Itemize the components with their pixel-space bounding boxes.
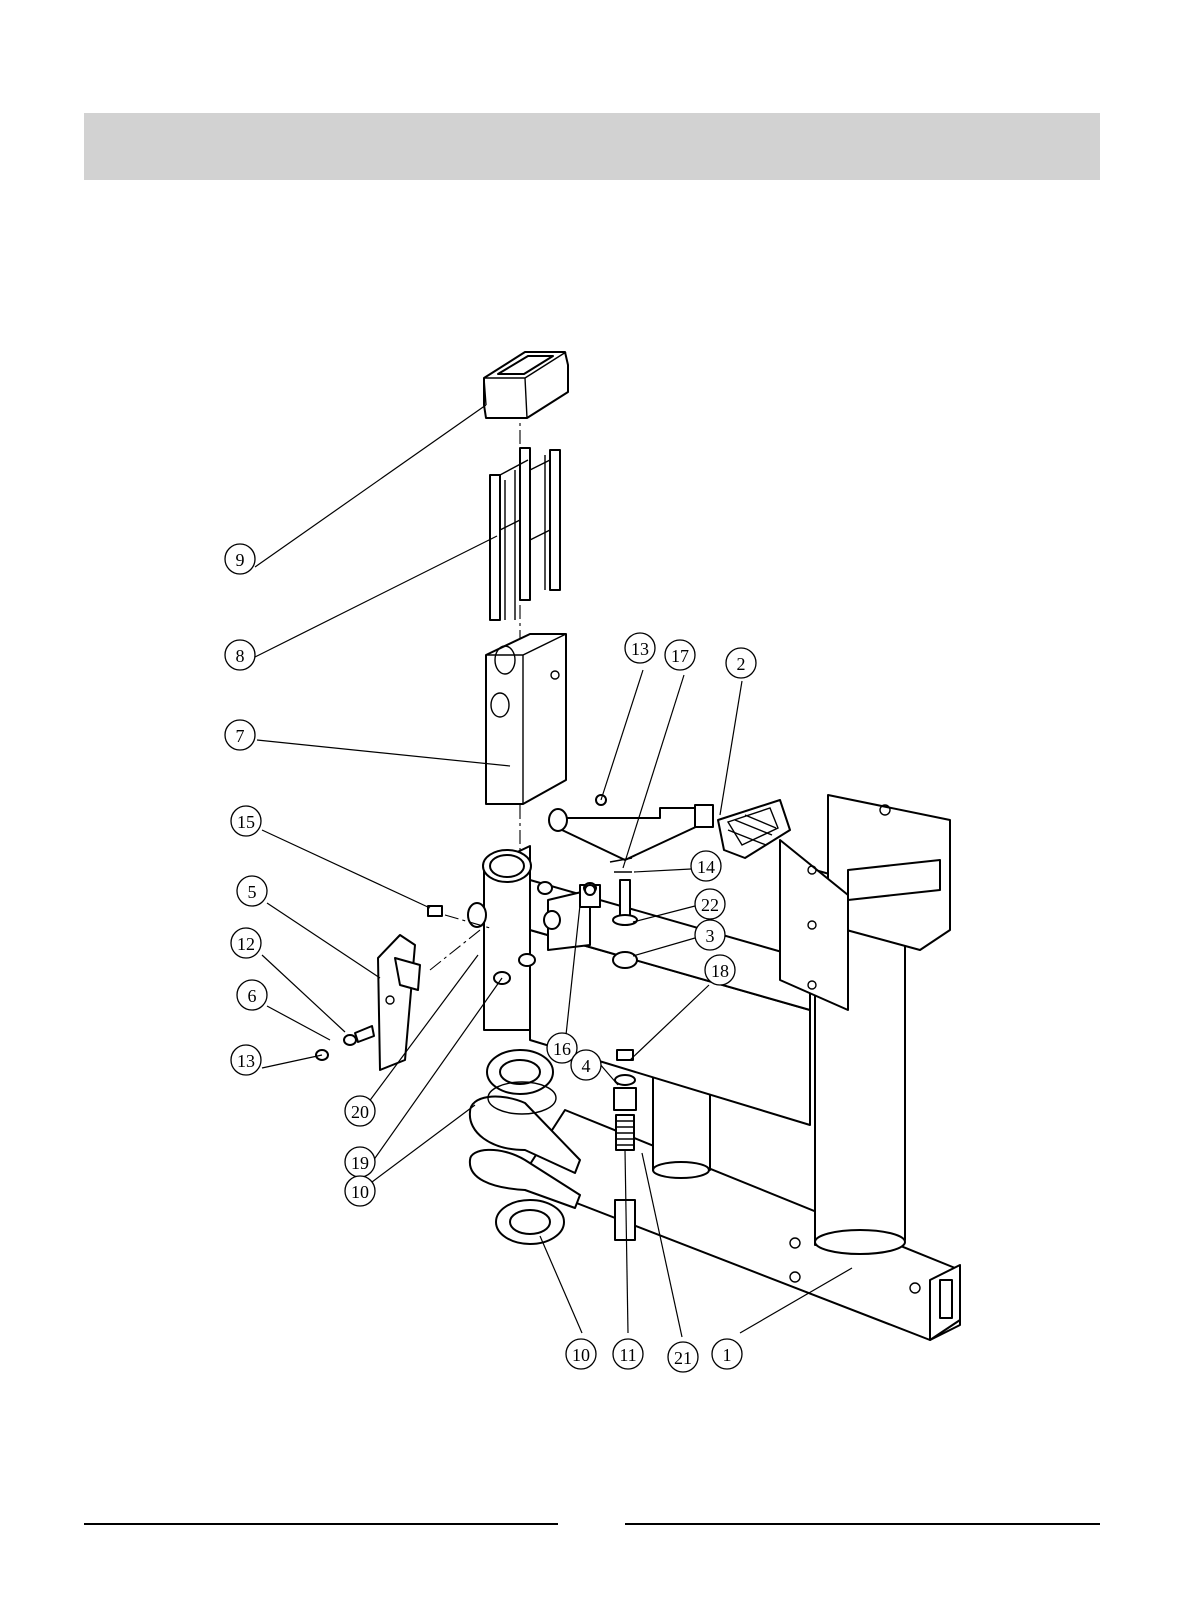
callout-7: 7: [225, 720, 255, 750]
svg-text:1: 1: [723, 1345, 732, 1365]
callout-10-bottom: 10: [566, 1339, 596, 1369]
svg-text:20: 20: [351, 1102, 369, 1122]
svg-text:9: 9: [236, 550, 245, 570]
svg-text:4: 4: [582, 1056, 591, 1076]
svg-text:7: 7: [236, 726, 245, 746]
callout-21: 21: [668, 1342, 698, 1372]
svg-text:10: 10: [351, 1182, 369, 1202]
callout-15: 15: [231, 806, 261, 836]
svg-text:13: 13: [631, 639, 649, 659]
svg-text:12: 12: [237, 934, 255, 954]
callout-10-left: 10: [345, 1176, 375, 1206]
callout-1: 1: [712, 1339, 742, 1369]
callout-9: 9: [225, 544, 255, 574]
main-outer-tube: [483, 846, 531, 1030]
callout-3: 3: [695, 920, 725, 950]
svg-text:18: 18: [711, 961, 729, 981]
footer-rule-left: [84, 1523, 558, 1525]
callout-4: 4: [571, 1050, 601, 1080]
part-9-top-cap: [484, 352, 568, 418]
footer-rule-right: [625, 1523, 1100, 1525]
svg-text:14: 14: [697, 857, 715, 877]
callout-18: 18: [705, 955, 735, 985]
callout-5: 5: [237, 876, 267, 906]
callout-2: 2: [726, 648, 756, 678]
callout-11: 11: [613, 1339, 643, 1369]
svg-text:17: 17: [671, 646, 689, 666]
callout-17: 17: [665, 640, 695, 670]
svg-text:16: 16: [553, 1039, 571, 1059]
part-8-sleeve: [490, 448, 560, 620]
callout-20: 20: [345, 1096, 375, 1126]
svg-text:5: 5: [248, 882, 257, 902]
svg-text:6: 6: [248, 986, 257, 1006]
callout-22: 22: [695, 889, 725, 919]
svg-text:2: 2: [737, 654, 746, 674]
callout-12: 12: [231, 928, 261, 958]
svg-text:19: 19: [351, 1153, 369, 1173]
svg-text:11: 11: [619, 1345, 636, 1365]
callout-13-bottom: 13: [231, 1045, 261, 1075]
part-7-inner-tube: [486, 634, 566, 804]
svg-text:8: 8: [236, 646, 245, 666]
part-2-foot-pedal: [549, 800, 790, 860]
svg-text:22: 22: [701, 895, 719, 915]
part-5-handle: [378, 935, 420, 1070]
svg-text:3: 3: [706, 926, 715, 946]
callout-8: 8: [225, 640, 255, 670]
svg-text:10: 10: [572, 1345, 590, 1365]
svg-text:21: 21: [674, 1348, 692, 1368]
svg-text:15: 15: [237, 812, 255, 832]
callout-19: 19: [345, 1147, 375, 1177]
callout-13-top: 13: [625, 633, 655, 663]
callout-6: 6: [237, 980, 267, 1010]
svg-text:13: 13: [237, 1051, 255, 1071]
callout-14: 14: [691, 851, 721, 881]
